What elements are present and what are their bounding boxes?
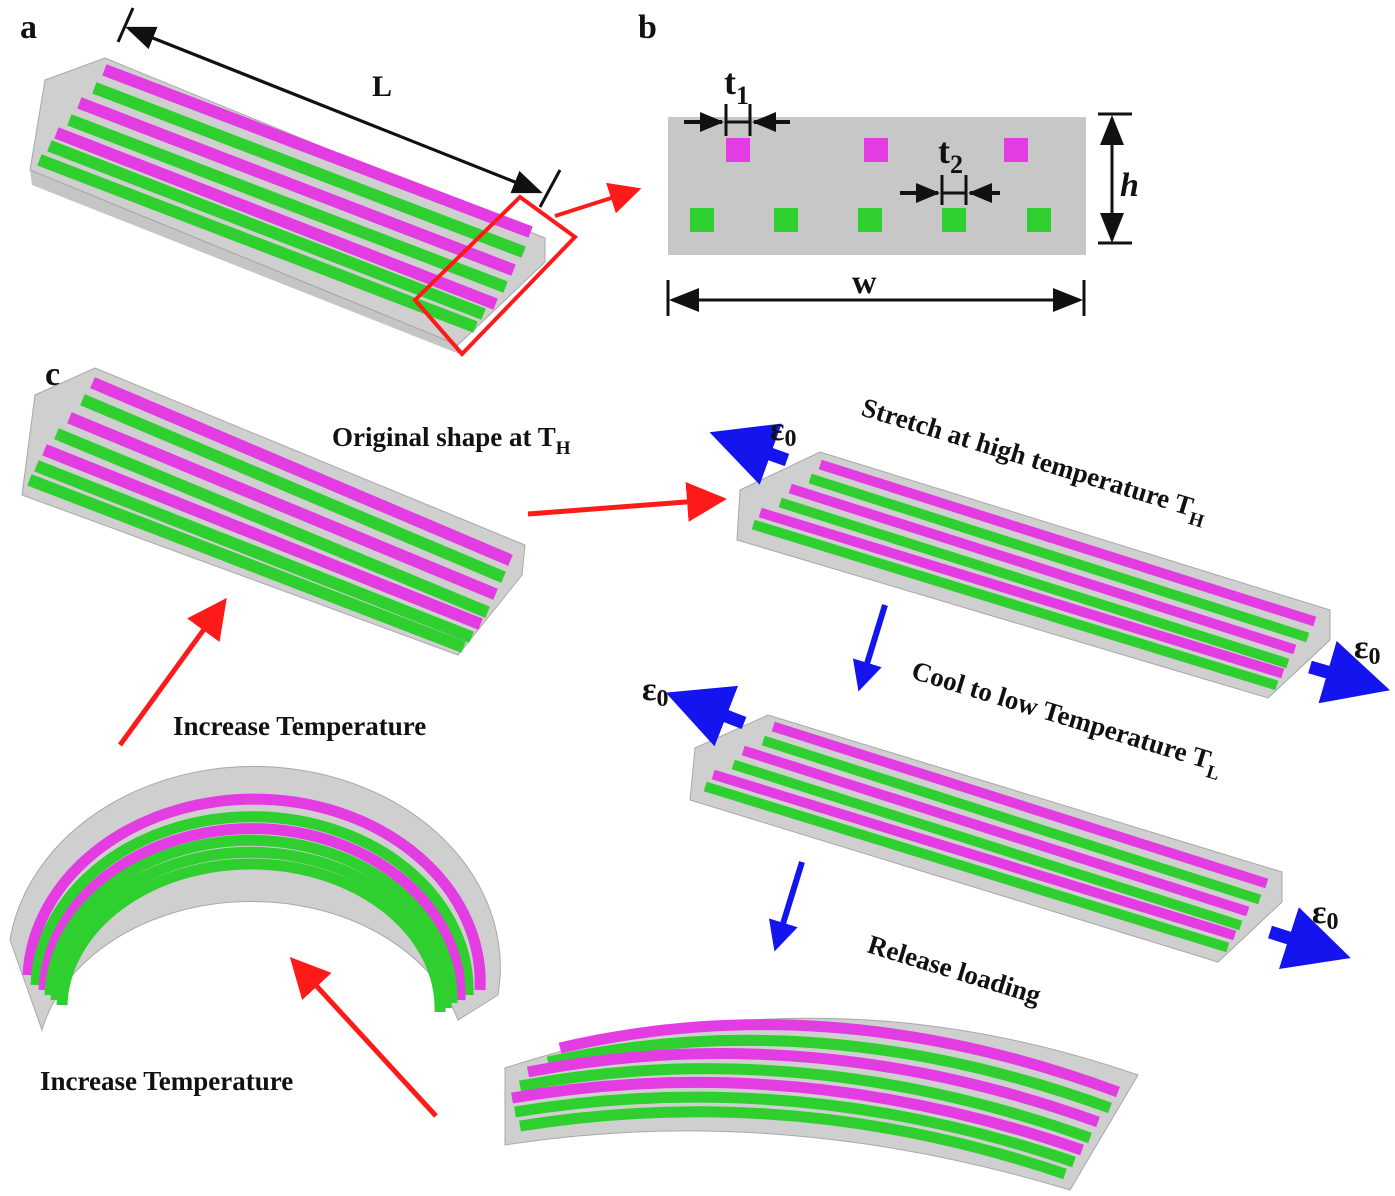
original-beam bbox=[21, 367, 526, 656]
released-beam bbox=[504, 1017, 1139, 1191]
dim-label-t2: t2 bbox=[938, 131, 963, 179]
panel-label-c: c bbox=[45, 356, 60, 393]
blue-arrow-icon bbox=[768, 861, 805, 952]
red-arrow-icon bbox=[289, 956, 438, 1118]
cooled-beam bbox=[689, 714, 1283, 963]
blue-arrow-icon bbox=[709, 423, 790, 485]
panel-b: b t1 t2 h bbox=[638, 9, 1139, 316]
label-increase-temperature-2: Increase Temperature bbox=[40, 1066, 293, 1096]
panel-c: c Original shape at TH bbox=[9, 356, 1390, 1191]
cross-section-highlight bbox=[412, 194, 579, 357]
arch-beam bbox=[9, 765, 501, 1032]
stretched-beam bbox=[736, 451, 1331, 699]
label-cool: Cool to low Temperature TL bbox=[906, 655, 1226, 785]
dim-label-h: h bbox=[1120, 167, 1139, 204]
red-arrow-icon bbox=[527, 481, 727, 522]
fiber-bundle-a bbox=[37, 64, 533, 333]
dim-label-t1: t1 bbox=[724, 62, 749, 110]
label-original-shape: Original shape at TH bbox=[332, 422, 571, 459]
blue-arrow-icon bbox=[1268, 907, 1351, 970]
blue-arrow-icon bbox=[852, 604, 888, 692]
panel-a: a L bbox=[20, 7, 642, 357]
blue-arrow-icon bbox=[1308, 640, 1390, 704]
strain-label-3: ε0 bbox=[642, 671, 669, 712]
panel-label-a: a bbox=[20, 9, 37, 46]
red-arrow-icon bbox=[117, 597, 227, 747]
dim-label-L: L bbox=[372, 70, 392, 103]
strain-label-1: ε0 bbox=[770, 411, 797, 452]
strain-label-4: ε0 bbox=[1312, 894, 1339, 935]
dim-label-w: w bbox=[852, 264, 877, 301]
green-fiber-row bbox=[690, 208, 1051, 232]
label-release: Release loading bbox=[864, 929, 1045, 1010]
blue-arrow-icon bbox=[665, 685, 747, 747]
label-increase-temperature-1: Increase Temperature bbox=[173, 711, 426, 741]
red-arrow-icon bbox=[554, 182, 642, 218]
strain-label-2: ε0 bbox=[1354, 629, 1381, 670]
cross-section-rect bbox=[668, 117, 1086, 255]
magenta-fiber-row bbox=[726, 138, 1028, 162]
panel-label-b: b bbox=[638, 9, 657, 46]
